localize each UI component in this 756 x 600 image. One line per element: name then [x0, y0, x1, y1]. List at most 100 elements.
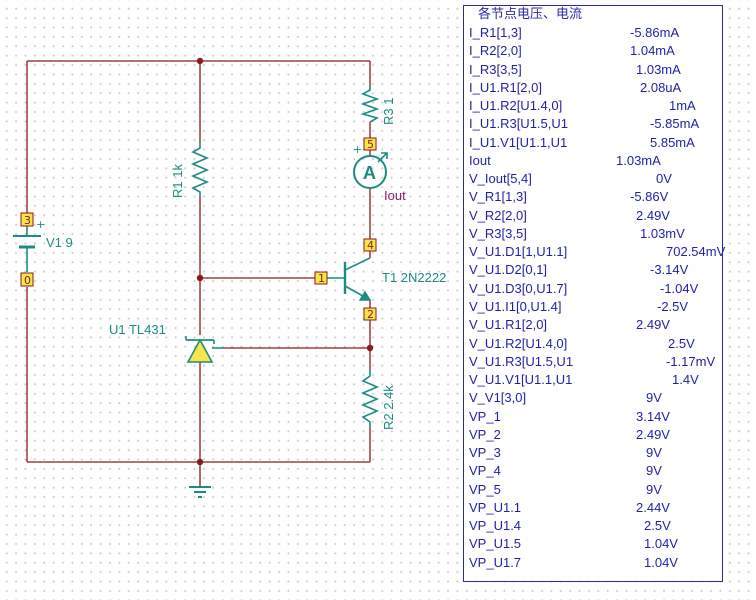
result-row: V_U1.R1[2,0]2.49V	[464, 316, 722, 334]
result-row: I_R1[1,3] -5.86mA	[464, 24, 722, 42]
result-name: V_U1.V1[U1.1,U1	[469, 372, 573, 388]
result-value: 2.44V	[636, 499, 670, 515]
result-row: V_R1[1,3] -5.86V	[464, 188, 722, 206]
ammeter-iout[interactable]: A + Iout	[353, 143, 406, 203]
result-row: V_U1.V1[U1.1,U1 1.4V	[464, 371, 722, 389]
result-name: VP_4	[469, 463, 501, 479]
result-row: I_R3[3,5] 1.03mA	[464, 61, 722, 79]
result-name: V_U1.D1[1,U1.1]	[469, 244, 568, 260]
result-name: Iout	[469, 152, 491, 168]
result-name: VP_3	[469, 445, 501, 461]
transistor-t1[interactable]: T1 2N2222	[327, 257, 446, 301]
resistor-r2[interactable]: R2 2.4k	[360, 370, 396, 430]
shunt-regulator-u1-label: U1 TL431	[109, 322, 166, 337]
result-value: -5.86V	[630, 189, 669, 205]
svg-text:3: 3	[24, 214, 31, 227]
result-value: -1.17mV	[666, 353, 716, 369]
result-name: V_U1.R3[U1.5,U1	[469, 353, 574, 369]
result-row: VP_3 9V	[464, 444, 722, 462]
result-name: V_Iout[5,4]	[469, 171, 532, 187]
result-name: VP_U1.1	[469, 499, 522, 515]
resistor-r3-label: R3 1	[381, 98, 396, 125]
result-name: VP_2	[469, 426, 501, 442]
node-label-0[interactable]: 0	[20, 272, 34, 287]
result-value: 702.54mV	[666, 244, 726, 260]
ammeter-plus-sign: +	[353, 143, 362, 156]
ammeter-symbol: A	[363, 163, 376, 183]
result-row: V_U1.D2[0,1] -3.14V	[464, 261, 722, 279]
node-label-2[interactable]: 2	[363, 307, 377, 321]
result-row: V_V1[3,0] 9V	[464, 389, 722, 407]
ground-icon	[189, 486, 211, 498]
transistor-t1-label: T1 2N2222	[382, 270, 446, 285]
svg-text:4: 4	[367, 239, 374, 252]
result-row: I_R2[2,0] 1.04mA	[464, 42, 722, 60]
result-row: V_R2[2,0] 2.49V	[464, 207, 722, 225]
result-value: 9V	[646, 463, 662, 479]
result-value: -2.5V	[657, 298, 689, 314]
result-name: V_R1[1,3]	[469, 189, 527, 205]
result-value: 2.49V	[636, 207, 670, 223]
result-row: V_U1.I1[0,U1.4] -2.5V	[464, 298, 722, 316]
result-row: V_R3[3,5] 1.03mV	[464, 225, 722, 243]
circuit-schematic: + V1 9 R1 1k R3 1 R2 2.4k A + Iout T1 2N…	[13, 57, 446, 498]
resistor-r2-label: R2 2.4k	[381, 385, 396, 430]
node-label-3[interactable]: 3	[20, 212, 34, 227]
result-name: V_U1.I1[0,U1.4]	[469, 298, 562, 314]
resistor-r1[interactable]: R1 1k	[170, 142, 210, 198]
result-name: V_U1.R2[U1.4,0]	[469, 335, 568, 351]
result-row: VP_4 9V	[464, 462, 722, 480]
svg-text:2: 2	[367, 308, 374, 321]
result-value: 9V	[646, 390, 662, 406]
result-name: I_R2[2,0]	[469, 43, 522, 59]
shunt-regulator-u1[interactable]: U1 TL431	[109, 322, 223, 363]
result-value: -5.86mA	[630, 25, 680, 40]
result-value: 2.49V	[636, 426, 670, 442]
result-value: 5.85mA	[650, 134, 695, 150]
svg-text:1: 1	[318, 272, 325, 285]
result-value: 0V	[656, 171, 672, 187]
result-value: 1.04mA	[630, 43, 675, 59]
result-value: 2.49V	[636, 317, 670, 333]
result-name: I_R1[1,3]	[469, 25, 522, 40]
result-value: 1.4V	[672, 372, 699, 388]
result-row: V_U1.R3[U1.5,U1 -1.17mV	[464, 353, 722, 371]
result-row: VP_U1.5 1.04V	[464, 535, 722, 553]
node-label-1[interactable]: 1	[314, 271, 328, 285]
result-row: VP_2 2.49V	[464, 426, 722, 444]
result-name: V_V1[3,0]	[469, 390, 527, 406]
result-value: 3.14V	[636, 408, 670, 424]
result-name: V_R2[2,0]	[469, 207, 527, 223]
result-value: -5.85mA	[650, 116, 700, 132]
result-name: VP_5	[469, 481, 501, 497]
node-label-4[interactable]: 4	[363, 238, 377, 252]
result-value: 9V	[646, 445, 662, 461]
result-row: V_U1.D1[1,U1.1] 702.54mV	[464, 243, 726, 261]
result-name: VP_U1.4	[469, 518, 522, 534]
result-value: 1.03mA	[616, 152, 661, 168]
result-name: V_U1.D2[0,1]	[469, 262, 548, 278]
result-row: VP_U1.1 2.44V	[464, 499, 722, 517]
result-name: VP_U1.7	[469, 554, 522, 570]
result-name: VP_U1.5	[469, 536, 522, 552]
result-name: I_R3[3,5]	[469, 61, 522, 77]
result-row: Iout 1.03mA	[464, 152, 722, 170]
result-value: 1.03mV	[640, 225, 685, 241]
resistor-r3[interactable]: R3 1	[360, 86, 396, 125]
result-value: -1.04V	[660, 280, 699, 296]
result-name: I_U1.R1[2,0]	[469, 79, 542, 95]
result-value: -3.14V	[650, 262, 689, 278]
result-value: 1.04V	[644, 536, 678, 552]
result-name: V_R3[3,5]	[469, 225, 527, 241]
node-label-5[interactable]: 5	[363, 137, 377, 151]
svg-text:0: 0	[24, 274, 31, 287]
result-row: V_Iout[5,4] 0V	[464, 170, 722, 188]
result-value: 1.03mA	[636, 61, 681, 77]
ammeter-iout-label: Iout	[384, 188, 406, 203]
result-name: V_U1.D3[0,U1.7]	[469, 280, 568, 296]
junction-top	[196, 57, 204, 65]
